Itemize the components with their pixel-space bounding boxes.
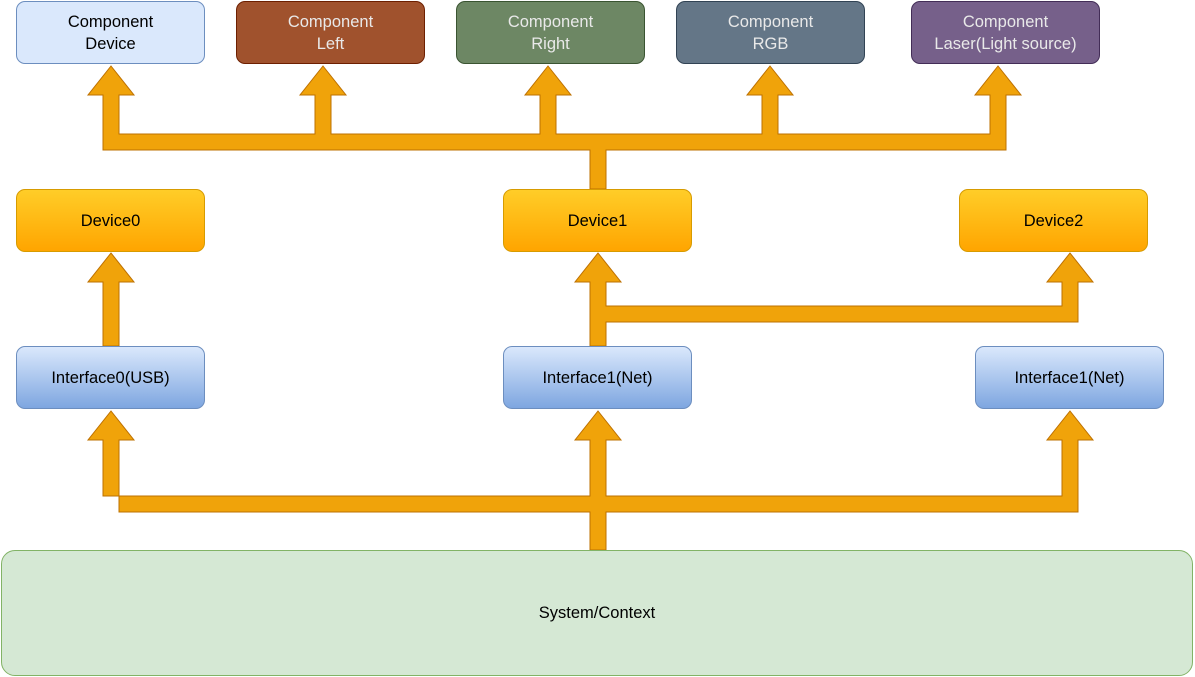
interface1-label: Interface1(Net) [542, 368, 653, 387]
component-left-label: Component Left [287, 12, 374, 53]
component-right-label: Component Right [507, 12, 594, 53]
component-left-box[interactable]: Component Left [236, 1, 425, 64]
connector-interface0-to-device0 [86, 252, 136, 347]
connector-interface1-to-devices [573, 252, 1095, 347]
system-context-label: System/Context [538, 604, 656, 622]
component-laser-box[interactable]: Component Laser(Light source) [911, 1, 1100, 64]
interface0-label: Interface0(USB) [51, 368, 170, 387]
connector-system-to-interfaces [86, 410, 1095, 551]
component-laser-label: Component Laser(Light source) [934, 12, 1077, 53]
component-rgb-box[interactable]: Component RGB [676, 1, 865, 64]
interface2-box[interactable]: Interface1(Net) [975, 346, 1164, 409]
system-context-box[interactable]: System/Context [1, 550, 1193, 676]
connector-device1-to-components [86, 65, 1023, 190]
interface2-label: Interface1(Net) [1014, 368, 1125, 387]
interface0-box[interactable]: Interface0(USB) [16, 346, 205, 409]
component-device-label: Component Device [67, 12, 154, 53]
device2-box[interactable]: Device2 [959, 189, 1148, 252]
device1-box[interactable]: Device1 [503, 189, 692, 252]
device2-label: Device2 [1023, 211, 1084, 230]
device1-label: Device1 [567, 211, 628, 230]
device0-label: Device0 [80, 211, 141, 230]
component-right-box[interactable]: Component Right [456, 1, 645, 64]
component-device-box[interactable]: Component Device [16, 1, 205, 64]
interface1-box[interactable]: Interface1(Net) [503, 346, 692, 409]
component-rgb-label: Component RGB [727, 12, 814, 53]
device0-box[interactable]: Device0 [16, 189, 205, 252]
